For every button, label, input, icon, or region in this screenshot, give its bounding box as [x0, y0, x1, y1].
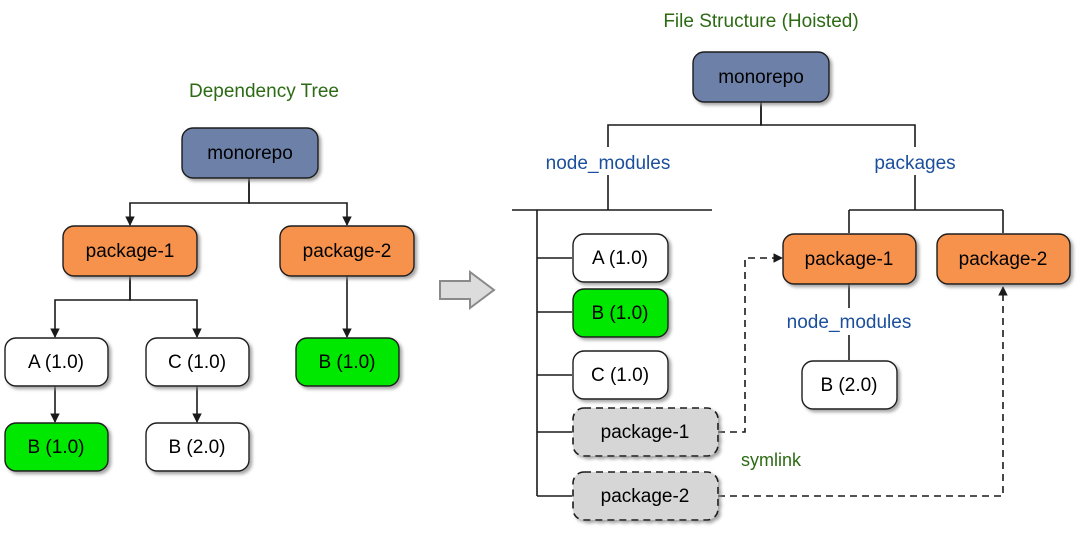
node-left-a-1-0-label: A (1.0) — [28, 352, 84, 373]
node-nm-b-1-0[interactable]: B (1.0) — [572, 288, 669, 338]
node-packages-package-1-label: package-1 — [805, 249, 894, 270]
edge-root-to-package-2 — [248, 177, 352, 226]
edge-package-1-to-c — [129, 276, 202, 338]
node-left-package-1-label: package-1 — [86, 241, 175, 262]
node-left-a-b-1-0[interactable]: B (1.0) — [4, 422, 109, 472]
node-nm-a-1-0-label: A (1.0) — [592, 248, 648, 269]
node-left-package-2-b-1-0-label: B (1.0) — [318, 352, 375, 373]
node-nm-package-2-symlink-label: package-2 — [601, 486, 690, 507]
node-nm-c-1-0-label: C (1.0) — [591, 365, 649, 386]
node-left-c-1-0-label: C (1.0) — [168, 352, 226, 373]
node-packages-package-2-label: package-2 — [959, 249, 1048, 270]
edge-root-to-package-1 — [125, 177, 250, 226]
node-left-a-b-1-0-label: B (1.0) — [27, 437, 84, 458]
node-nm-package-2-symlink[interactable]: package-2 — [572, 471, 719, 521]
node-left-package-2-b-1-0[interactable]: B (1.0) — [295, 337, 400, 387]
symlink-edge-package-1 — [718, 253, 783, 433]
node-left-monorepo-label: monorepo — [207, 143, 293, 164]
node-packages-package-1[interactable]: package-1 — [782, 233, 917, 285]
symlink-label: symlink — [741, 450, 802, 470]
edge-right-root-to-node-modules — [607, 101, 762, 147]
symlink-edge-package-2 — [718, 286, 1008, 497]
right-panel-title: File Structure (Hoisted) — [663, 11, 858, 32]
node-pkg1-nm-b-2-0-label: B (2.0) — [820, 375, 877, 396]
node-left-c-1-0[interactable]: C (1.0) — [145, 337, 250, 387]
left-panel-title: Dependency Tree — [189, 81, 339, 102]
node-right-monorepo[interactable]: monorepo — [692, 51, 830, 103]
node-pkg1-nm-b-2-0[interactable]: B (2.0) — [801, 360, 898, 410]
folder-node-modules-root[interactable]: node_modules — [546, 153, 671, 174]
edge-package-1-to-a — [50, 276, 131, 338]
edge-right-root-to-packages — [760, 101, 916, 147]
node-nm-package-1-symlink-label: package-1 — [601, 422, 690, 443]
node-packages-package-2[interactable]: package-2 — [936, 233, 1071, 285]
node-nm-package-1-symlink[interactable]: package-1 — [572, 407, 719, 457]
right-panel-file-structure: File Structure (Hoisted) symlink monorep… — [512, 11, 1071, 521]
node-left-package-2-label: package-2 — [303, 241, 392, 262]
folder-node-modules-package-1[interactable]: node_modules — [787, 312, 912, 333]
node-nm-b-1-0-label: B (1.0) — [591, 303, 648, 324]
folder-packages[interactable]: packages — [874, 153, 955, 174]
node-nm-c-1-0[interactable]: C (1.0) — [572, 350, 669, 400]
node-right-monorepo-label: monorepo — [718, 67, 804, 88]
node-left-package-1[interactable]: package-1 — [62, 225, 198, 277]
node-left-a-1-0[interactable]: A (1.0) — [4, 337, 109, 387]
left-panel-dependency-tree: Dependency Tree monorepo package-1 packa… — [4, 81, 415, 472]
node-left-monorepo[interactable]: monorepo — [181, 127, 319, 179]
node-left-c-b-2-0[interactable]: B (2.0) — [145, 422, 250, 472]
node-left-c-b-2-0-label: B (2.0) — [168, 437, 225, 458]
transition-arrow-icon — [439, 270, 496, 310]
node-left-package-2[interactable]: package-2 — [279, 225, 415, 277]
node-nm-a-1-0[interactable]: A (1.0) — [572, 233, 669, 283]
